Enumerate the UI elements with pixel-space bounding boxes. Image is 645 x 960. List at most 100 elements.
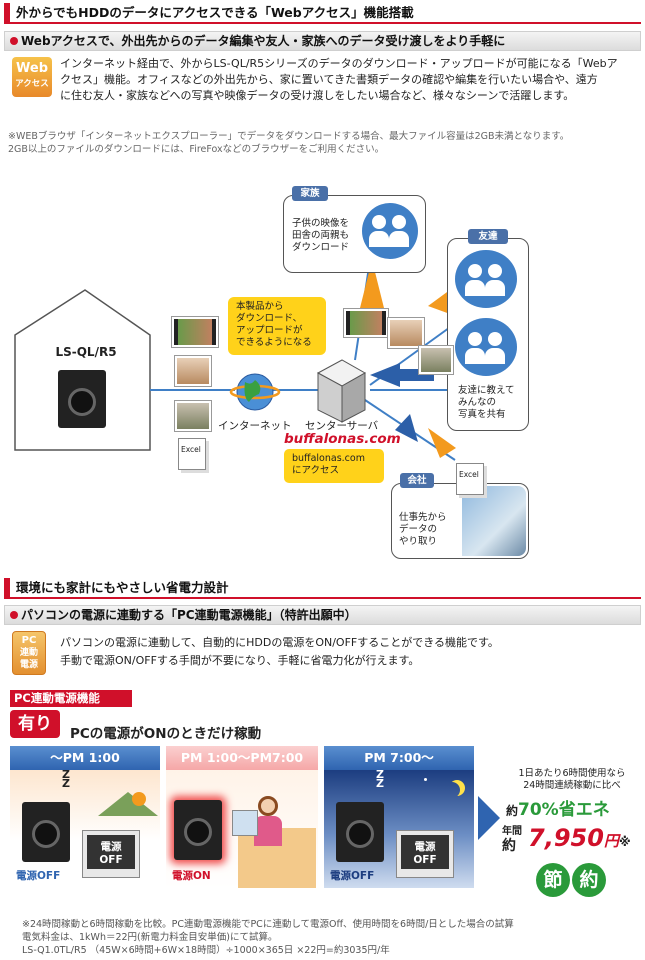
desc-line: クセス」機能。オフィスなどの外出先から、家に置いてきた書類データの確認や編集を行… — [60, 73, 598, 86]
text-line: 1日あたり6時間使用なら — [518, 768, 626, 779]
note-line: 電気料金は、1kWh＝22円(新電力料金目安単価)にて試算。 — [22, 932, 278, 943]
text-line: 本製品から — [236, 301, 284, 312]
icon-text: PC — [21, 635, 37, 646]
text-line: buffalonas.com — [292, 453, 365, 464]
text-line: アップロードが — [236, 325, 303, 336]
subheading-web-access: Webアクセスで、外出先からのデータ編集や友人・家族へのデータ受け渡しをより手軽… — [4, 31, 641, 51]
nas-dial — [32, 820, 60, 848]
unit: 円 — [603, 832, 619, 850]
pc-monitor-icon — [232, 810, 258, 836]
browser-note: ※WEBブラウザ「インターネットエクスプローラー」でデータをダウンロードする場合… — [8, 130, 640, 156]
photo-thumbnail — [175, 401, 211, 431]
time-column-header: PM 7:00〜 — [324, 746, 474, 770]
note-line: 2GB以上のファイルのダウンロードには、FireFoxなどのブラウザーをご利用く… — [8, 144, 385, 155]
internet-label: インターネット — [218, 420, 292, 432]
savings-note: 1日あたり6時間使用なら 24時間連続稼動に比べ — [502, 768, 642, 792]
ari-badge: 有り — [10, 710, 60, 738]
text-line: みんなの — [458, 397, 497, 408]
nas-device-icon — [174, 800, 222, 860]
photo-thumbnail — [419, 346, 453, 374]
company-text: 仕事先から データの やり取り — [399, 512, 463, 548]
web-access-icon: Web アクセス — [12, 57, 52, 97]
time-column-header: 〜PM 1:00 — [10, 746, 160, 770]
web-access-description: インターネット経由で、外からLS-QL/R5シリーズのデータのダウンロード・アッ… — [60, 56, 640, 104]
blue-arrow — [395, 414, 418, 442]
star-icon — [424, 778, 427, 781]
pc-power-link-description: パソコンの電源に連動して、自動的にHDDの電源をON/OFFすることができる機能… — [60, 634, 630, 670]
banner-title-tag: PC連動電源機能 — [10, 690, 132, 707]
calculation-footnote: ※24時間稼動と6時間稼動を比較。PC連動電源機能でPCに連動して電源Off、使… — [22, 918, 642, 957]
friends-people-icon — [455, 250, 517, 308]
server-label: センターサーバ — [305, 420, 379, 432]
film-photo — [172, 317, 218, 347]
family-people-icon — [362, 203, 418, 259]
text-line: にアクセス — [292, 465, 340, 476]
sun-icon — [132, 792, 146, 806]
sleep-icon: Z Z — [376, 770, 384, 790]
text-line: 田舎の両親も — [292, 230, 350, 241]
nas-power-state: 電源OFF — [16, 870, 61, 882]
pc-power-link-icon: PC 連動 電源 — [12, 631, 46, 675]
text-line: 約 — [502, 838, 516, 854]
section-heading-power-saving: 環境にも家計にもやさしい省電力設計 — [4, 578, 641, 599]
prefix: 約 — [506, 804, 519, 818]
note-line: ※24時間稼動と6時間稼動を比較。PC連動電源機能でPCに連動して電源Off、使… — [22, 919, 514, 930]
banner-tagline: PCの電源がONのときだけ稼動 — [70, 726, 262, 742]
friends-tag: 友達 — [468, 229, 508, 244]
icon-text: 電源 — [19, 660, 38, 670]
time-column-body: Z Z 電源 OFF 電源OFF — [324, 770, 474, 888]
desc-line: に住む友人・家族などへの写真や映像データの受け渡しをしたい場合など、様々なシーン… — [60, 89, 575, 102]
text-line: 24時間連続稼動に比べ — [523, 780, 621, 791]
mountain-icon — [98, 792, 158, 816]
pc-monitor-icon: 電源 OFF — [82, 830, 140, 878]
orange-arrow — [428, 428, 456, 458]
server-cube — [341, 372, 366, 423]
desc-line: パソコンの電源に連動して、自動的にHDDの電源をON/OFFすることができる機能… — [60, 636, 499, 649]
office-building-photo — [462, 486, 526, 556]
callout-bubble: 本製品から ダウンロード、 アップロードが できるようになる — [228, 297, 326, 355]
orange-arrow — [360, 260, 384, 308]
time-column-body: 電源ON — [166, 770, 318, 888]
nas-power-state: 電源OFF — [330, 870, 375, 882]
annual-saving-value: 7,950円※ — [528, 824, 631, 852]
note-line: ※WEBブラウザ「インターネットエクスプローラー」でデータをダウンロードする場合… — [8, 131, 570, 142]
text-line: できるようになる — [236, 337, 312, 348]
text-line: データの — [399, 524, 438, 535]
nas-device-icon — [22, 802, 70, 862]
family-text: 子供の映像を 田舎の両親も ダウンロード — [292, 218, 362, 254]
amount: 7,950 — [528, 824, 604, 852]
time-column-header: PM 1:00〜PM7:00 — [166, 746, 318, 770]
web-icon-text: Web — [16, 61, 48, 76]
text-line: やり取り — [399, 536, 438, 547]
text-line: ダウンロード、 — [236, 313, 303, 324]
text-line: 写真を共有 — [458, 409, 506, 420]
setsuyaku-badge: 約 — [572, 863, 606, 897]
nas-power-state: 電源ON — [172, 870, 211, 882]
web-icon-subtext: アクセス — [15, 79, 49, 89]
text-line: 友達に教えて — [458, 385, 515, 396]
sleep-icon: Z Z — [62, 770, 70, 790]
nas-dial — [346, 820, 374, 848]
excel-file-icon: Excel — [178, 438, 206, 470]
energy-saving-value: 約70%省エネ — [506, 795, 610, 820]
photo-thumbnail — [388, 318, 424, 348]
friends-people-icon — [455, 318, 517, 376]
nas-dial — [184, 818, 212, 846]
excel-file-icon: Excel — [456, 463, 484, 495]
desc-line: インターネット経由で、外からLS-QL/R5シリーズのデータのダウンロード・アッ… — [60, 57, 618, 70]
company-tag: 会社 — [400, 473, 434, 488]
moon-icon — [444, 782, 460, 798]
pc-monitor-icon: 電源 OFF — [396, 830, 454, 878]
globe-land — [244, 380, 261, 402]
woman-body — [254, 816, 282, 846]
saving-percent: 70%省エネ — [518, 800, 610, 820]
text-line: ダウンロード — [292, 242, 350, 253]
annual-label: 年間 約 — [502, 826, 522, 854]
photo-thumbnail — [175, 356, 211, 386]
film-photo — [344, 309, 388, 337]
subheading-pc-power-link: パソコンの電源に連動する「PC連動電源機能」（特許出願中） — [4, 605, 641, 625]
family-tag: 家族 — [292, 186, 328, 201]
monitor-screen-text: 電源 OFF — [87, 835, 135, 869]
woman-icon — [258, 796, 278, 816]
access-bubble: buffalonas.com にアクセス — [284, 449, 384, 483]
